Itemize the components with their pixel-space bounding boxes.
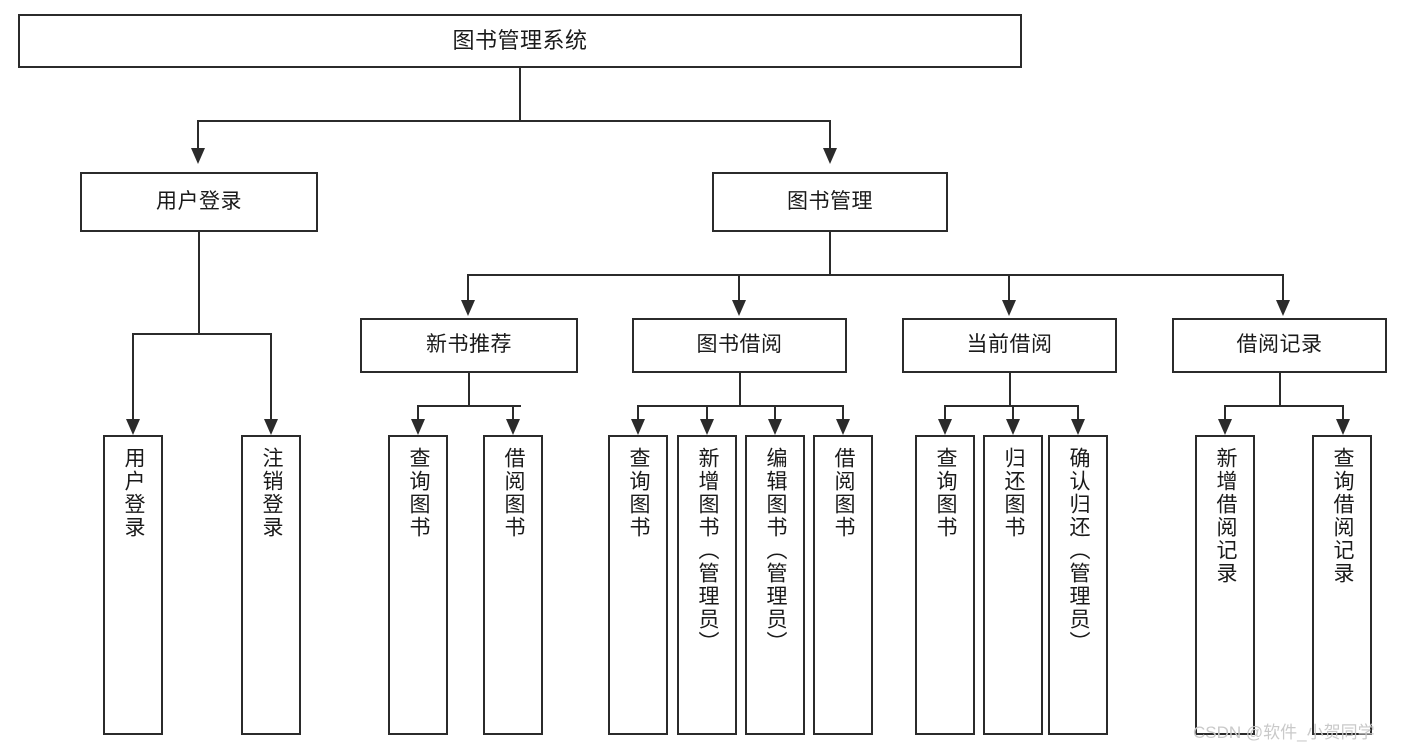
connector-book-management-stem — [829, 232, 831, 274]
connector-book-management-bus — [467, 274, 1284, 276]
arrowhead-cb-leaf-3 — [1071, 419, 1085, 435]
connector-nbr-drop-2 — [512, 405, 514, 419]
node-current-borrow[interactable]: 当前借阅 — [902, 318, 1117, 373]
node-label: 借阅图书 — [832, 447, 856, 539]
node-label: 注销登录 — [260, 447, 284, 539]
connector-user-login-drop-1 — [132, 333, 134, 419]
arrowhead-cb-leaf-2 — [1006, 419, 1020, 435]
connector-bm-drop-1 — [467, 274, 469, 300]
leaf-br-query-record[interactable]: 查询借阅记录 — [1312, 435, 1372, 735]
arrowhead-cb-leaf-1 — [938, 419, 952, 435]
connector-br-stem — [1279, 373, 1281, 405]
node-label: 图书管理系统 — [452, 28, 588, 54]
arrowhead-nbr-leaf-1 — [411, 419, 425, 435]
node-book-borrow[interactable]: 图书借阅 — [632, 318, 847, 373]
arrowhead-bb-leaf-4 — [836, 419, 850, 435]
arrowhead-nbr-leaf-2 — [506, 419, 520, 435]
arrowhead-to-book-borrow — [732, 300, 746, 316]
connector-root-drop-right — [829, 120, 831, 148]
arrowhead-to-new-book-recommend — [461, 300, 475, 316]
node-label: 查询图书 — [627, 447, 651, 539]
connector-cb-drop-1 — [944, 405, 946, 419]
connector-bm-drop-2 — [738, 274, 740, 300]
node-label: 借阅记录 — [1236, 333, 1323, 357]
node-root-book-management-system[interactable]: 图书管理系统 — [18, 14, 1022, 68]
leaf-bb-edit-book-admin[interactable]: 编辑图书（管理员） — [745, 435, 805, 735]
leaf-nbr-borrow-book[interactable]: 借阅图书 — [483, 435, 543, 735]
connector-cb-drop-2 — [1012, 405, 1014, 419]
connector-nbr-drop-1 — [417, 405, 419, 419]
node-label: 新增图书（管理员） — [696, 447, 720, 654]
node-label: 用户登录 — [122, 447, 146, 539]
connector-bb-drop-4 — [842, 405, 844, 419]
leaf-bb-borrow-book[interactable]: 借阅图书 — [813, 435, 873, 735]
leaf-cb-query-book[interactable]: 查询图书 — [915, 435, 975, 735]
leaf-bb-query-book[interactable]: 查询图书 — [608, 435, 668, 735]
leaf-logout[interactable]: 注销登录 — [241, 435, 301, 735]
arrowhead-to-current-borrow — [1002, 300, 1016, 316]
connector-nbr-stem — [468, 373, 470, 405]
connector-br-drop-1 — [1224, 405, 1226, 419]
node-label: 查询借阅记录 — [1331, 447, 1355, 585]
connector-bm-drop-3 — [1008, 274, 1010, 300]
node-label: 确认归还（管理员） — [1067, 447, 1091, 654]
arrowhead-to-borrow-record — [1276, 300, 1290, 316]
arrowhead-to-logout-leaf — [264, 419, 278, 435]
connector-br-drop-2 — [1342, 405, 1344, 419]
connector-user-login-stem — [198, 232, 200, 333]
node-label: 借阅图书 — [502, 447, 526, 539]
leaf-br-add-record[interactable]: 新增借阅记录 — [1195, 435, 1255, 735]
connector-bb-drop-2 — [706, 405, 708, 419]
connector-cb-bus — [944, 405, 1078, 407]
node-label: 查询图书 — [407, 447, 431, 539]
node-borrow-record[interactable]: 借阅记录 — [1172, 318, 1387, 373]
connector-user-login-drop-2 — [270, 333, 272, 419]
node-label: 归还图书 — [1002, 447, 1026, 539]
watermark-text: CSDN @软件_小贺同学 — [1193, 723, 1375, 742]
arrowhead-bb-leaf-3 — [768, 419, 782, 435]
node-label: 图书借阅 — [696, 333, 783, 357]
leaf-nbr-query-book[interactable]: 查询图书 — [388, 435, 448, 735]
arrowhead-to-user-login — [191, 148, 205, 164]
leaf-user-login[interactable]: 用户登录 — [103, 435, 163, 735]
node-label: 新书推荐 — [426, 333, 512, 357]
leaf-bb-add-book-admin[interactable]: 新增图书（管理员） — [677, 435, 737, 735]
node-user-login[interactable]: 用户登录 — [80, 172, 318, 232]
node-label: 图书管理 — [787, 189, 873, 213]
arrowhead-br-leaf-2 — [1336, 419, 1350, 435]
connector-bb-drop-3 — [774, 405, 776, 419]
node-label: 编辑图书（管理员） — [764, 447, 788, 654]
connector-root-stem — [519, 68, 521, 120]
arrowhead-to-book-management — [823, 148, 837, 164]
node-label: 新增借阅记录 — [1214, 447, 1238, 585]
connector-root-drop-left — [197, 120, 199, 148]
connector-nbr-bus — [417, 405, 521, 407]
connector-user-login-bus — [132, 333, 272, 335]
leaf-cb-confirm-return-admin[interactable]: 确认归还（管理员） — [1048, 435, 1108, 735]
connector-bb-bus — [637, 405, 843, 407]
node-new-book-recommend[interactable]: 新书推荐 — [360, 318, 578, 373]
node-label: 当前借阅 — [966, 333, 1053, 357]
arrowhead-br-leaf-1 — [1218, 419, 1232, 435]
connector-bb-drop-1 — [637, 405, 639, 419]
connector-bb-stem — [739, 373, 741, 405]
node-book-management[interactable]: 图书管理 — [712, 172, 948, 232]
connector-br-bus — [1224, 405, 1343, 407]
connector-cb-drop-3 — [1077, 405, 1079, 419]
arrowhead-bb-leaf-2 — [700, 419, 714, 435]
leaf-cb-return-book[interactable]: 归还图书 — [983, 435, 1043, 735]
node-label: 用户登录 — [156, 189, 242, 213]
watermark-csdn: CSDN @软件_小贺同学 — [1193, 718, 1375, 743]
arrowhead-bb-leaf-1 — [631, 419, 645, 435]
arrowhead-to-user-login-leaf — [126, 419, 140, 435]
connector-cb-stem — [1009, 373, 1011, 405]
connector-root-bus — [197, 120, 831, 122]
connector-bm-drop-4 — [1282, 274, 1284, 300]
node-label: 查询图书 — [934, 447, 958, 539]
